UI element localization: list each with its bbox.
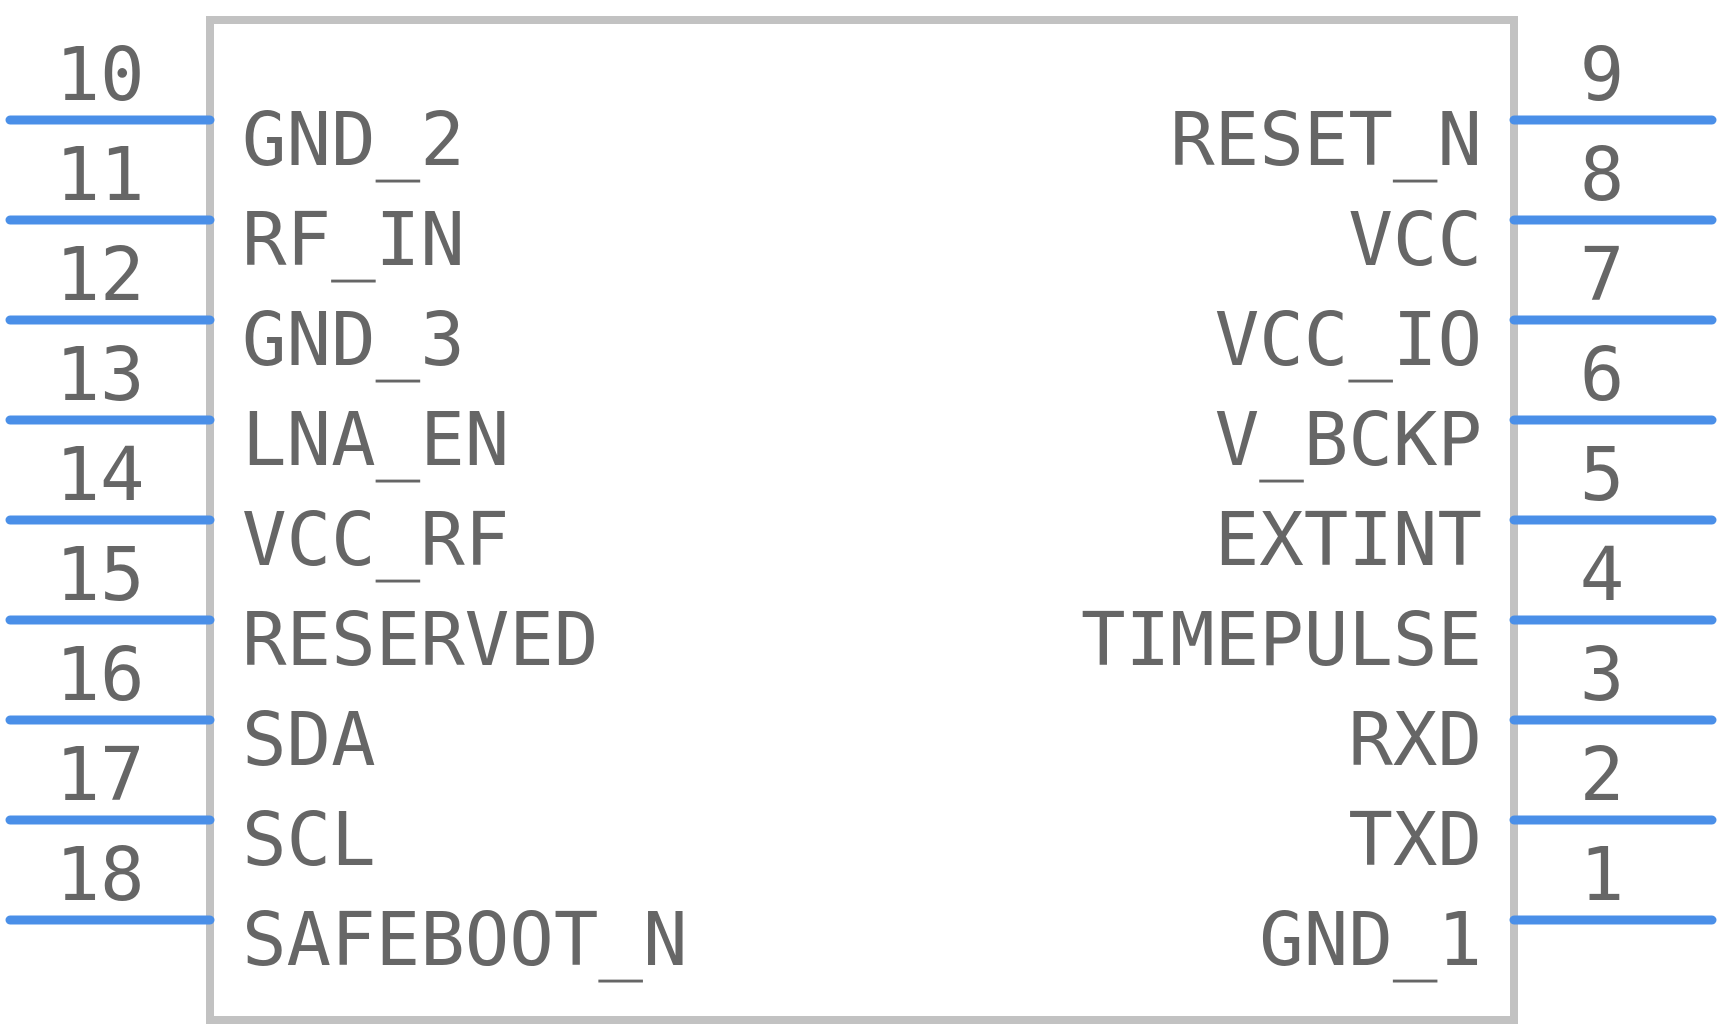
pin-label-extint: EXTINT <box>1215 497 1482 583</box>
pin-label-sda: SDA <box>242 697 376 783</box>
pin-label-scl: SCL <box>242 797 376 883</box>
pin-label-timepulse: TIMEPULSE <box>1081 597 1482 683</box>
pin-number-8: 8 <box>1580 132 1625 218</box>
pin-label-vcc: VCC <box>1348 197 1482 283</box>
pin-label-gnd-2: GND_2 <box>242 97 465 183</box>
pin-label-txd: TXD <box>1348 797 1482 883</box>
pin-number-10: 10 <box>55 32 144 118</box>
pin-label-rf-in: RF_IN <box>242 197 465 283</box>
pin-number-15: 15 <box>55 532 144 618</box>
pin-number-3: 3 <box>1580 632 1625 718</box>
pin-label-gnd-3: GND_3 <box>242 297 465 383</box>
pin-number-13: 13 <box>55 332 144 418</box>
pin-number-18: 18 <box>55 832 144 918</box>
pin-label-rxd: RXD <box>1348 697 1482 783</box>
pin-number-12: 12 <box>55 232 144 318</box>
pin-number-1: 1 <box>1580 832 1625 918</box>
pin-number-6: 6 <box>1580 332 1625 418</box>
pin-number-16: 16 <box>55 632 144 718</box>
pin-number-2: 2 <box>1580 732 1625 818</box>
pin-label-lna-en: LNA_EN <box>242 397 509 483</box>
pin-number-4: 4 <box>1580 532 1625 618</box>
pin-number-11: 11 <box>55 132 144 218</box>
pin-number-17: 17 <box>55 732 144 818</box>
pin-label-gnd-1: GND_1 <box>1259 897 1482 983</box>
pin-label-safeboot-n: SAFEBOOT_N <box>242 897 688 983</box>
pin-number-7: 7 <box>1580 232 1625 318</box>
pin-number-9: 9 <box>1580 32 1625 118</box>
pin-label-v-bckp: V_BCKP <box>1215 397 1482 483</box>
pin-label-reserved: RESERVED <box>242 597 598 683</box>
pin-label-vcc-rf: VCC_RF <box>242 497 509 583</box>
pin-number-5: 5 <box>1580 432 1625 518</box>
pin-label-reset-n: RESET_N <box>1170 97 1482 183</box>
pin-number-14: 14 <box>55 432 144 518</box>
pin-label-vcc-io: VCC_IO <box>1215 297 1482 383</box>
